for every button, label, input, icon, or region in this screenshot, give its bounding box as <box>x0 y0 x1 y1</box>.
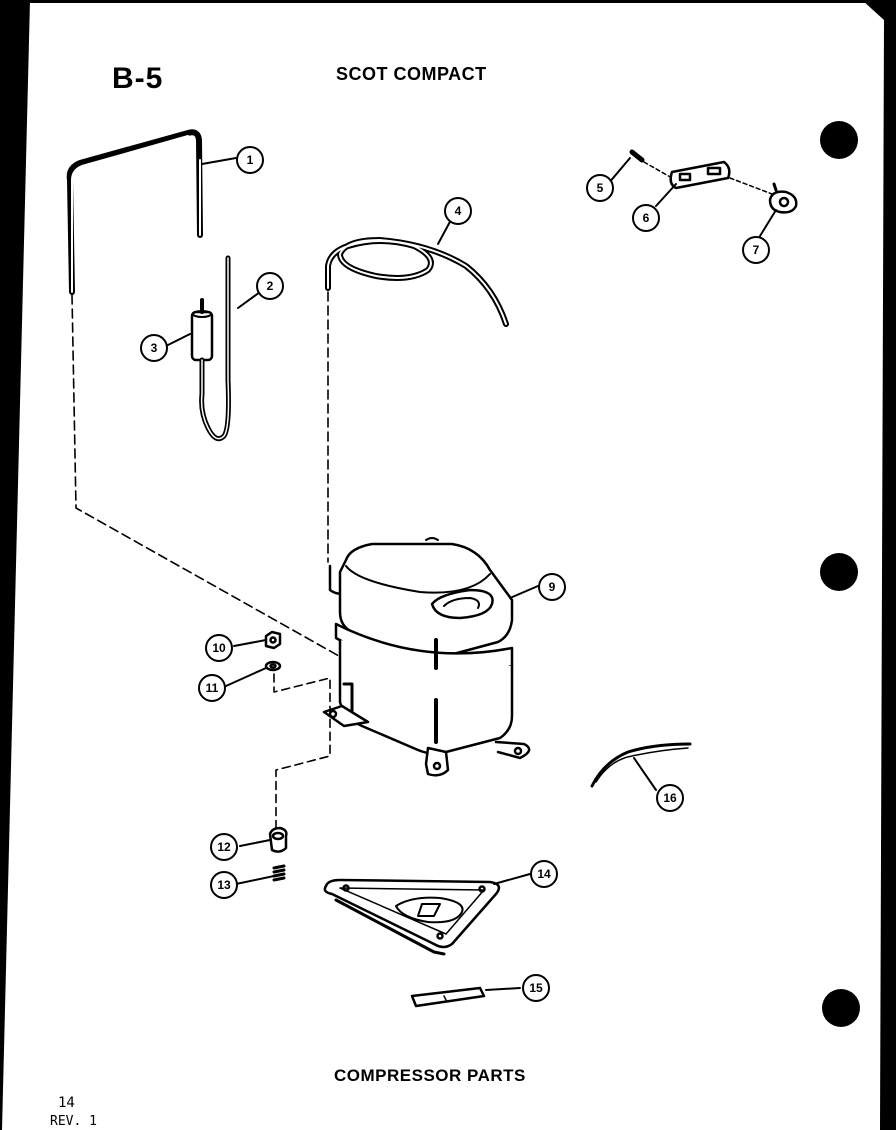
spring-part <box>272 864 286 882</box>
callout-14: 14 <box>530 860 558 888</box>
callout-7: 7 <box>742 236 770 264</box>
washer-part <box>264 660 282 672</box>
callout-13: 13 <box>210 871 238 899</box>
callout-16: 16 <box>656 784 684 812</box>
callout-5: 5 <box>586 174 614 202</box>
section-title: COMPRESSOR PARTS <box>334 1066 526 1085</box>
model-name: SCOT COMPACT <box>336 64 487 84</box>
callout-12: 12 <box>210 833 238 861</box>
callout-3: 3 <box>140 334 168 362</box>
page-number: 14 <box>58 1095 75 1111</box>
wire-lead-part <box>590 742 692 788</box>
sheet-code: B-5 <box>112 62 164 95</box>
leader-lines <box>165 157 777 991</box>
callout-11: 11 <box>198 674 226 702</box>
discharge-tube-part <box>66 129 203 295</box>
clip-part <box>410 986 486 1008</box>
callout-6: 6 <box>632 204 660 232</box>
callout-10: 10 <box>205 634 233 662</box>
relay-bracket-part <box>669 160 731 190</box>
binder-hole-bottom <box>822 989 860 1027</box>
compressor-part <box>322 537 531 777</box>
callout-9: 9 <box>538 573 566 601</box>
suction-line-part <box>325 237 509 327</box>
binder-hole-middle <box>820 553 858 591</box>
binder-hole-top <box>820 121 858 159</box>
callout-1: 1 <box>236 146 264 174</box>
callout-15: 15 <box>522 974 550 1002</box>
grommet-part <box>268 826 288 853</box>
nut-part <box>264 630 282 650</box>
revision-label: REV. 1 <box>50 1114 97 1129</box>
filter-drier-part <box>190 255 231 442</box>
terminal-cover-part <box>768 182 798 214</box>
callout-2: 2 <box>256 272 284 300</box>
callout-4: 4 <box>444 197 472 225</box>
mounting-plate-part <box>323 878 501 956</box>
screw-part <box>629 149 645 163</box>
